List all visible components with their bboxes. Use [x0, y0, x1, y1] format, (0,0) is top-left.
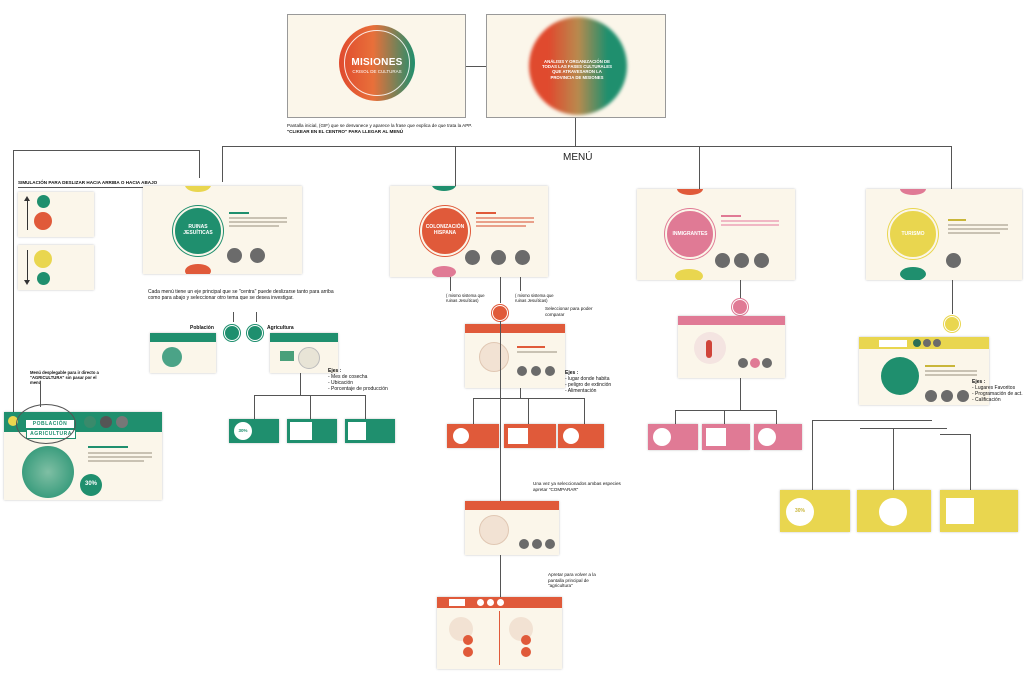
analysis-text: ANÁLISIS Y ORGANIZACIÓN DE TODAS LAS FAS…: [541, 59, 613, 80]
jesuitas-circle-label: RUINAS JESUÍTICAS: [183, 224, 213, 236]
turismo-detail-3: [940, 490, 1018, 532]
poblacion-button[interactable]: [224, 325, 240, 341]
colonizacion-menu-screen: COLONIZACIÓN HISPANA: [390, 186, 548, 277]
scroll-sim-down: [18, 245, 94, 290]
splash-caption: Pantalla inicial, (GIF) que se desvanece…: [287, 123, 473, 134]
fauna-detail-2: [504, 424, 556, 448]
turismo-menu-screen: TURISMO: [866, 189, 1022, 280]
turismo-axis-dot-1[interactable]: [925, 390, 937, 402]
fauna-screen: [465, 324, 565, 388]
agricultura-button[interactable]: [247, 325, 263, 341]
splash-screen: MISIONES CRISOL DE CULTURAS: [287, 14, 466, 118]
turismo-circle[interactable]: [888, 209, 938, 259]
jesuitas-menu-screen: RUINAS JESUÍTICAS: [143, 186, 302, 274]
inmigrantes-detail-2: [702, 424, 750, 450]
colonizacion-select-button[interactable]: [492, 305, 508, 321]
turismo-axis-dot-3[interactable]: [957, 390, 969, 402]
compare-result-screen: [437, 597, 562, 669]
poblacion-screen: [150, 333, 216, 373]
inmigrantes-select-button[interactable]: [732, 299, 748, 315]
splash-analysis-screen: ANÁLISIS Y ORGANIZACIÓN DE TODAS LAS FAS…: [486, 14, 666, 118]
turismo-detail-1: 30%: [780, 490, 850, 532]
turismo-axis-dot-2[interactable]: [941, 390, 953, 402]
inmigrantes-circle[interactable]: [665, 209, 715, 259]
turismo-detail-2: [857, 490, 931, 532]
colonizacion-circle-label: COLONIZACIÓN HISPANA: [425, 224, 465, 236]
agricultura-label: Agricultura: [267, 325, 294, 331]
analysis-circle: [529, 17, 627, 115]
colonizacion-back-note: Apretar para volver a la pantalla princi…: [548, 572, 596, 589]
agri-detail-percent: 30%: [238, 428, 248, 433]
jesuitas-note: Cada menú tiene un eje principal que se …: [148, 289, 334, 301]
inmigrantes-screen: [678, 316, 785, 378]
colonizacion-note-left: ( mismo sistema que ruinas Jesuíticas): [446, 293, 485, 303]
inmigrantes-detail-3: [754, 424, 802, 450]
agricultura-screen: [270, 333, 338, 373]
jesuitas-circle[interactable]: [173, 206, 223, 256]
splash-title: MISIONES: [351, 57, 403, 68]
scroll-sim-up: [18, 192, 94, 237]
turismo-screen: [859, 337, 989, 405]
inmigrantes-circle-label: INMIGRANTES: [672, 231, 708, 237]
agri-detail-2: [287, 419, 337, 443]
turismo-select-button[interactable]: [944, 316, 960, 332]
jesuitas-menu-note: Menú desplegable para ir directo a "AGRI…: [30, 370, 99, 385]
big-percent: 30%: [84, 481, 97, 487]
fauna-detail-1: [447, 424, 499, 448]
agri-detail-3: [345, 419, 395, 443]
turismo-circle-label: TURISMO: [901, 231, 925, 237]
colonizacion-ejes: Ejes : - lugar donde habita - peligro de…: [565, 370, 612, 394]
jesuitas-ejes: Ejes : - Mes de cosecha - Ubicación - Po…: [328, 368, 388, 392]
menu-label: MENÚ: [563, 152, 593, 163]
colonizacion-circle[interactable]: [420, 206, 470, 256]
fauna-detail-3: [558, 424, 604, 448]
inmigrantes-detail-1: [648, 424, 698, 450]
scroll-sim-label: SIMULACIÓN PARA DESLIZAR HACIA ARRIBA O …: [18, 180, 158, 185]
agri-detail-1: 30%: [229, 419, 279, 443]
turismo-ejes: Ejes : - Lugares Favoritos - Programació…: [972, 379, 1023, 403]
colonizacion-note-right: ( mismo sistema que ruinas Jesuíticas): [515, 293, 554, 303]
inmigrantes-menu-screen: INMIGRANTES: [637, 189, 795, 280]
colonizacion-compare-note: Una vez ya seleccionados ambas especies …: [533, 481, 621, 492]
compare-screen: [465, 501, 559, 555]
poblacion-label: Población: [190, 325, 214, 331]
colonizacion-select-note: Seleccionar para poder comparar: [545, 306, 593, 317]
turismo-percent: 30%: [794, 508, 805, 514]
splash-subtitle: CRISOL DE CULTURAS: [352, 69, 402, 74]
